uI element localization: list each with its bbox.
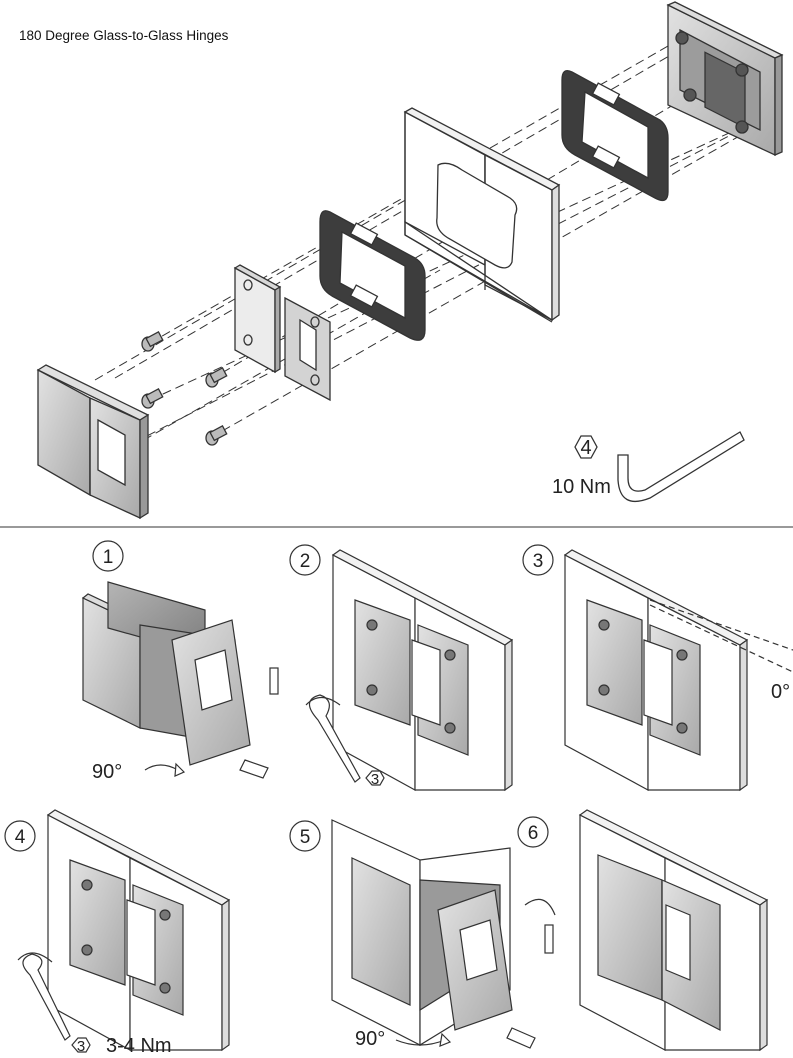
step-6-number: 6 (528, 823, 539, 844)
screw (141, 331, 164, 352)
exploded-view (36, 1, 784, 520)
step-4-tool: 3 (77, 1038, 85, 1055)
tool-step-number: 4 (580, 437, 591, 459)
page-title: 180 Degree Glass-to-Glass Hinges (19, 28, 229, 43)
hinge-back-plate (666, 1, 784, 157)
hex-badge (574, 435, 598, 459)
step-5-number: 5 (300, 827, 311, 848)
step-1 (81, 540, 279, 779)
step-2 (289, 544, 514, 792)
step-4-torque: 3-4 Nm (106, 1035, 172, 1057)
glass-panel (403, 107, 561, 323)
step-3-number: 3 (533, 551, 544, 572)
screw (141, 388, 164, 409)
gasket-front (319, 210, 426, 341)
alignment-lines (94, 37, 761, 469)
screw (205, 367, 228, 388)
step-5-6 (289, 816, 556, 1049)
step-5-rotation: 90° (355, 1028, 385, 1050)
step-3-angle: 0° (771, 681, 790, 703)
step-4 (4, 809, 231, 1053)
step-4-number: 4 (15, 827, 26, 848)
step-3 (522, 544, 793, 792)
torque-label: 10 Nm (552, 476, 611, 498)
insert-plate (233, 264, 282, 374)
clamp-plate (284, 296, 331, 402)
final-assembly (578, 809, 769, 1052)
screws (141, 331, 228, 446)
step-2-number: 2 (300, 551, 311, 572)
step-1-rotation: 90° (92, 761, 122, 783)
screw (205, 425, 228, 446)
step-2-tool: 3 (371, 771, 379, 788)
step-1-number: 1 (103, 547, 114, 568)
gasket-back (561, 69, 669, 202)
allen-key (574, 431, 745, 503)
hinge-front-cover (36, 364, 150, 520)
